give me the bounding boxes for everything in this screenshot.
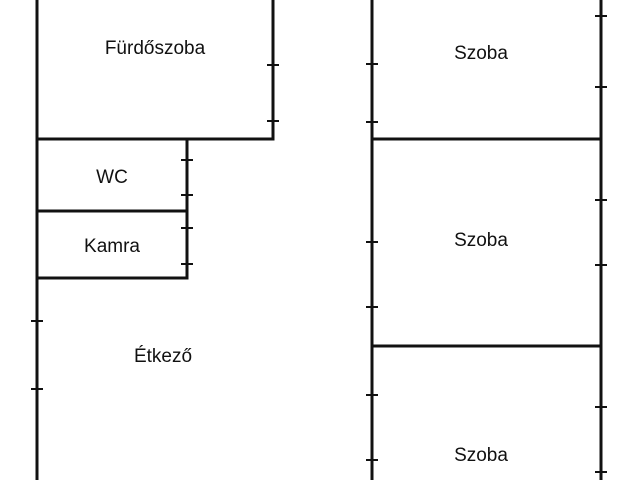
room-labels: Fürdőszoba WC Kamra Étkező Szoba Szoba S… — [84, 38, 508, 466]
room-label-szoba-3: Szoba — [454, 445, 508, 466]
room-label-wc: WC — [96, 167, 128, 188]
opening-ticks — [31, 15, 607, 473]
room-label-kamra: Kamra — [84, 236, 140, 257]
right-block-walls — [370, 0, 603, 480]
room-label-szoba-1: Szoba — [454, 43, 508, 64]
left-block-walls — [35, 0, 275, 480]
room-label-furdoszoba: Fürdőszoba — [105, 38, 206, 59]
room-label-szoba-2: Szoba — [454, 230, 508, 251]
room-label-etkezo: Étkező — [134, 346, 192, 367]
